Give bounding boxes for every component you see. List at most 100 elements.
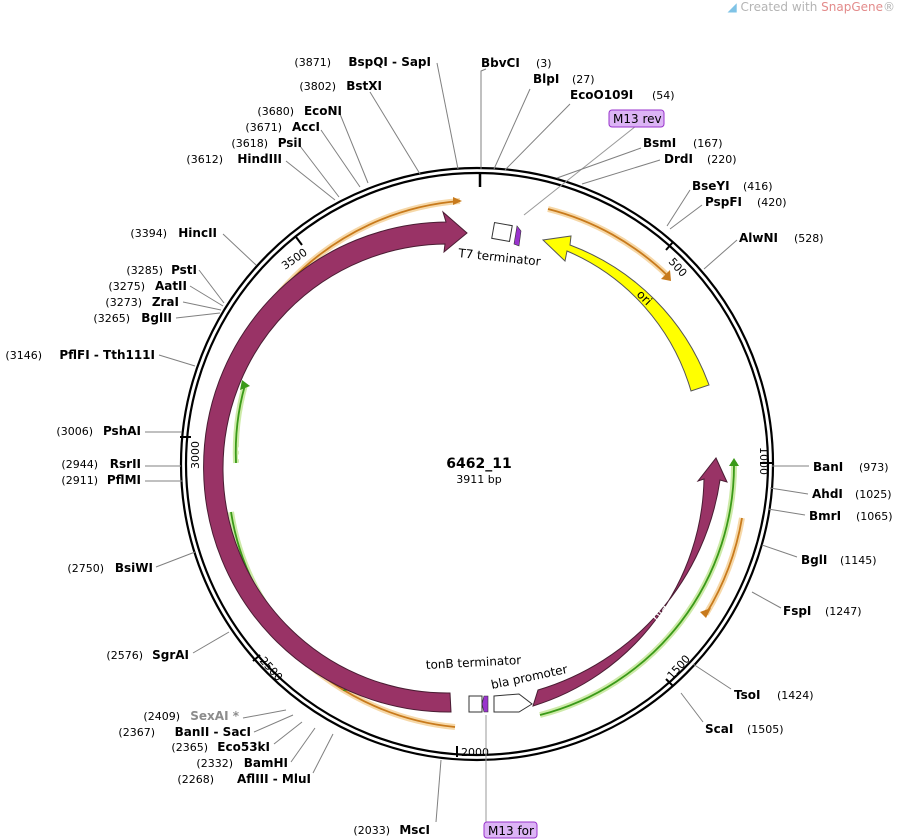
tick-label-1500: 1500 [665,653,693,683]
enzyme-sgrai-name: SgrAI [152,648,189,662]
leader-zrai [182,301,222,311]
plasmid-name: 6462_11 [446,456,511,472]
orf-arc-green-right [539,461,735,716]
enzyme-bstxi-name: BstXI [346,79,382,93]
enzyme-bani-name: BanI [813,460,843,474]
backbone-outer [179,166,775,762]
enzyme-pflmi-name: PflMI [107,473,141,487]
enzyme-pflmi-pos: (2911) [61,474,98,487]
leader-sapi [436,62,459,170]
enzyme-leaders [145,62,809,823]
enzyme-pflfi-name: PflFI - Tth111I [59,348,155,362]
tonb-terminator-box [468,695,483,713]
enzyme-hincii-pos: (3394) [130,227,167,240]
ori-feature [541,235,710,392]
plasmid-length: 3911 bp [456,473,501,486]
enzyme-eco53ki-pos: (2365) [171,741,208,754]
t7-terminator-box [491,221,513,243]
enzyme-psii-name: PsiI [278,136,302,150]
orf-arrow-green-right [729,458,739,466]
enzyme-labels-left: (2033) MscI (2268) AflIII - MluI (2332) … [5,55,431,837]
snapgene-logo-icon: ◢ [727,0,737,14]
enzyme-rsrii-pos: (2944) [61,458,98,471]
snapgene-watermark: ◢ Created with SnapGene® [727,0,895,14]
orf-arrow-left-green1 [240,380,250,390]
enzyme-ahdi-pos: (1025) [855,488,892,501]
leader-ecoo109i [504,103,571,171]
enzyme-bsiwi-pos: (2750) [67,562,104,575]
m13-for-box [483,821,538,839]
enzyme-msci-pos: (2033) [353,824,390,837]
tonb-terminator-arrow [481,695,489,713]
enzyme-banii-pos: (2367) [118,726,155,739]
enzyme-aatii-name: AatII [155,279,187,293]
enzyme-bsiwi-name: BsiWI [115,561,153,575]
enzyme-bstxi-pos: (3802) [299,80,336,93]
leader-aatii [189,285,224,307]
enzyme-bani-pos: (973) [859,461,889,474]
tick-label-1000: 1000 [757,447,770,475]
enzyme-econi-pos: (3680) [257,105,294,118]
enzyme-drdi-pos: (220) [707,153,737,166]
watermark-prefix: Created with [740,0,822,14]
leader-scai [680,692,704,723]
t7-terminator-label: T7 terminator [457,246,542,269]
enzyme-pspfi-name: PspFI [705,195,742,209]
leader-alwni [703,239,738,270]
enzyme-alwni-name: AlwNI [739,231,778,245]
enzyme-fspi-pos: (1247) [825,605,862,618]
leader-bgli [761,544,798,558]
enzyme-acci-name: AccI [292,120,320,134]
leader-bmri [767,508,806,516]
enzyme-ahdi-name: AhdI [812,487,843,501]
enzyme-sapi-pos: (3871) [294,56,331,69]
tonb-terminator-label: tonB terminator [425,653,521,672]
enzyme-psii-pos: (3618) [231,137,268,150]
bla-promoter-arrow [493,693,533,713]
leader-psti [198,269,225,304]
enzyme-econi-name: EcoNI [304,104,342,118]
mfl058-feature [203,210,468,713]
leader-msci [435,759,442,823]
enzyme-blpi-pos: (27) [572,73,595,86]
leader-afliii [312,733,334,774]
orf-arc-right-bottom [705,517,743,615]
enzyme-bsmi-pos: (167) [693,137,723,150]
enzyme-zrai-pos: (3273) [105,296,142,309]
enzyme-drdi-name: DrdI [664,152,693,166]
enzyme-zrai-name: ZraI [152,295,179,309]
enzyme-bglii-pos: (3265) [93,312,130,325]
enzyme-afliii-pos: (2268) [177,773,214,786]
tick-500 [665,241,674,251]
m13-rev-leader [523,125,637,216]
enzyme-bgli-pos: (1145) [840,554,877,567]
leader-bstxi [369,91,421,175]
orf-arrow-right-bottom [700,608,711,618]
leader-drdi [581,159,661,185]
enzyme-pshai-name: PshAI [103,424,141,438]
enzyme-scai-name: ScaI [705,722,733,736]
enzyme-hincii-name: HincII [178,226,217,240]
enzyme-afliii-name: AflIII - MluI [237,772,311,786]
bla-feature [532,457,728,707]
enzyme-scai-pos: (1505) [747,723,784,736]
enzyme-blpi-name: BlpI [533,72,559,86]
enzyme-msci-name: MscI [399,823,430,837]
leader-bbvci [480,68,487,169]
leader-sexai [242,709,287,719]
orf-arrow-top-right [661,270,671,281]
leader-tsoi [692,663,732,690]
leader-psii [299,145,340,198]
m13-for-label: M13 for [488,824,534,838]
enzyme-hindiii-name: HindIII [237,152,282,166]
enzyme-acci-pos: (3671) [245,121,282,134]
enzyme-hindiii-pos: (3612) [186,153,223,166]
m13-rev-label: M13 rev [613,112,662,126]
t7-terminator-arrow [513,225,522,247]
leader-blpi [493,88,531,170]
leader-hindiii [285,160,336,201]
leader-bsiwi [155,551,196,568]
enzyme-banii-name: BanII - SacI [175,725,251,739]
enzyme-bgli-name: BglI [801,553,827,567]
leader-bglii [175,312,221,319]
